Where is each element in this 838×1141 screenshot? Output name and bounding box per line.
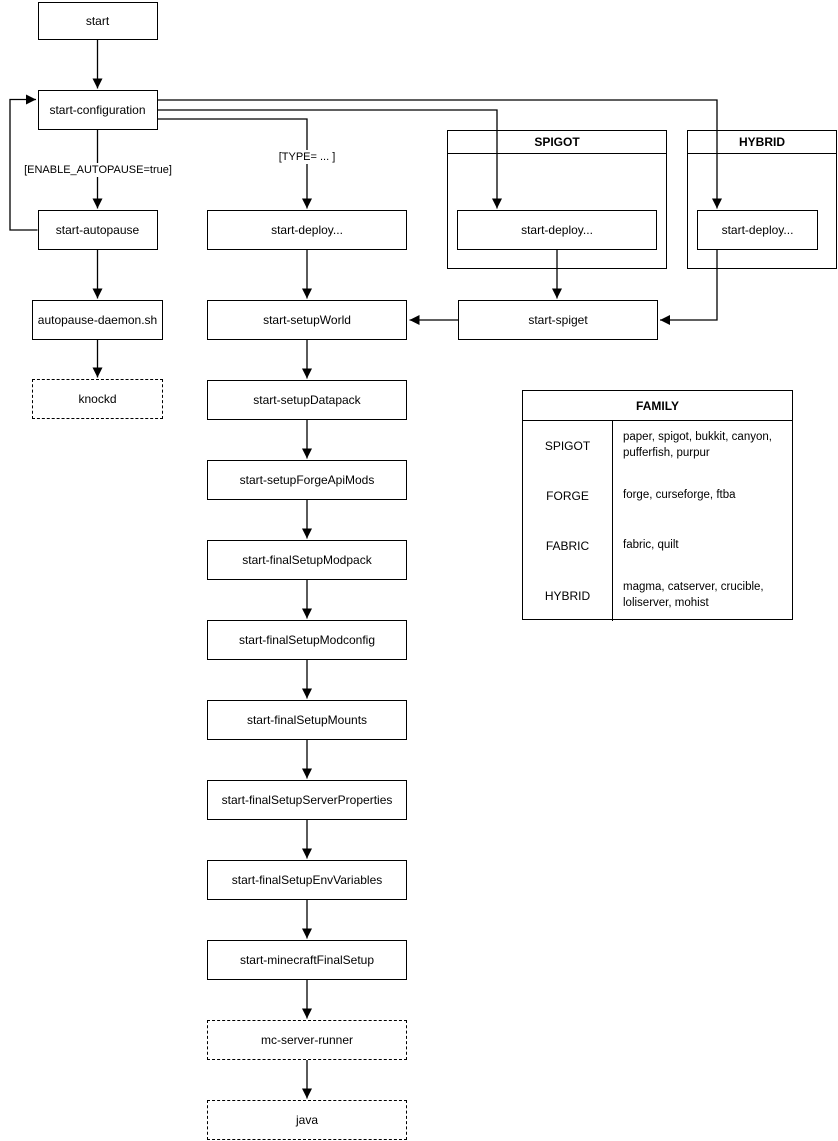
- edge-autopause-loop-to-configuration: [9, 94, 38, 231]
- family-members: forge, curseforge, ftba: [623, 489, 736, 502]
- node-start-minecraftfinalsetup: start-minecraftFinalSetup: [207, 940, 407, 980]
- edge-configuration-to-hybrid-deploy: [157, 99, 722, 209]
- family-table-title: FAMILY: [523, 391, 792, 421]
- family-name: FABRIC: [523, 521, 613, 571]
- node-start-configuration: start-configuration: [37, 90, 158, 130]
- family-row-fabric: FABRIC fabric, quilt: [523, 521, 792, 571]
- node-autopause-daemon: autopause-daemon.sh: [32, 300, 163, 340]
- hybrid-group-title: HYBRID: [688, 131, 836, 154]
- node-java: java: [207, 1100, 407, 1140]
- family-table: FAMILY SPIGOT paper, spigot, bukkit, can…: [522, 390, 793, 621]
- edge-configuration-to-deploy: [157, 118, 312, 209]
- edge-configuration-to-spigot-deploy: [157, 109, 502, 209]
- family-name: FORGE: [523, 471, 613, 521]
- node-start-finalsetupenvvariables: start-finalSetupEnvVariables: [207, 860, 407, 900]
- node-start-finalsetupmodpack: start-finalSetupModpack: [207, 540, 407, 580]
- node-start-deploy: start-deploy...: [207, 210, 407, 250]
- family-row-hybrid: HYBRID magma, catserver, crucible, lolis…: [523, 571, 792, 621]
- family-row-spigot: SPIGOT paper, spigot, bukkit, canyon, pu…: [523, 421, 792, 471]
- family-name: HYBRID: [523, 571, 613, 621]
- edge-hybriddeploy-to-spiget: [660, 250, 718, 325]
- spigot-group-title: SPIGOT: [448, 131, 666, 154]
- family-members: paper, spigot, bukkit, canyon, pufferfis…: [623, 431, 772, 459]
- node-start-setupdatapack: start-setupDatapack: [207, 380, 407, 420]
- node-knockd: knockd: [32, 379, 163, 419]
- node-start-setupworld: start-setupWorld: [207, 300, 407, 340]
- node-start-autopause: start-autopause: [37, 210, 158, 250]
- node-start-setupforgeapimods: start-setupForgeApiMods: [207, 460, 407, 500]
- node-hybrid-start-deploy: start-deploy...: [697, 210, 818, 250]
- node-spigot-start-deploy: start-deploy...: [457, 210, 657, 250]
- node-start-finalsetupmounts: start-finalSetupMounts: [207, 700, 407, 740]
- edge-label-enable-autopause: [ENABLE_AUTOPAUSE=true]: [22, 163, 174, 177]
- node-start-spiget: start-spiget: [458, 300, 658, 340]
- node-start-finalsetupserverproperties: start-finalSetupServerProperties: [207, 780, 407, 820]
- node-start-finalsetupmodconfig: start-finalSetupModconfig: [207, 620, 407, 660]
- family-members: fabric, quilt: [623, 539, 679, 552]
- family-row-forge: FORGE forge, curseforge, ftba: [523, 471, 792, 521]
- edge-label-type: [TYPE= ... ]: [276, 150, 338, 164]
- node-mc-server-runner: mc-server-runner: [207, 1020, 407, 1060]
- family-members: magma, catserver, crucible, loliserver, …: [623, 581, 764, 609]
- node-start: start: [37, 2, 158, 40]
- family-name: SPIGOT: [523, 421, 613, 471]
